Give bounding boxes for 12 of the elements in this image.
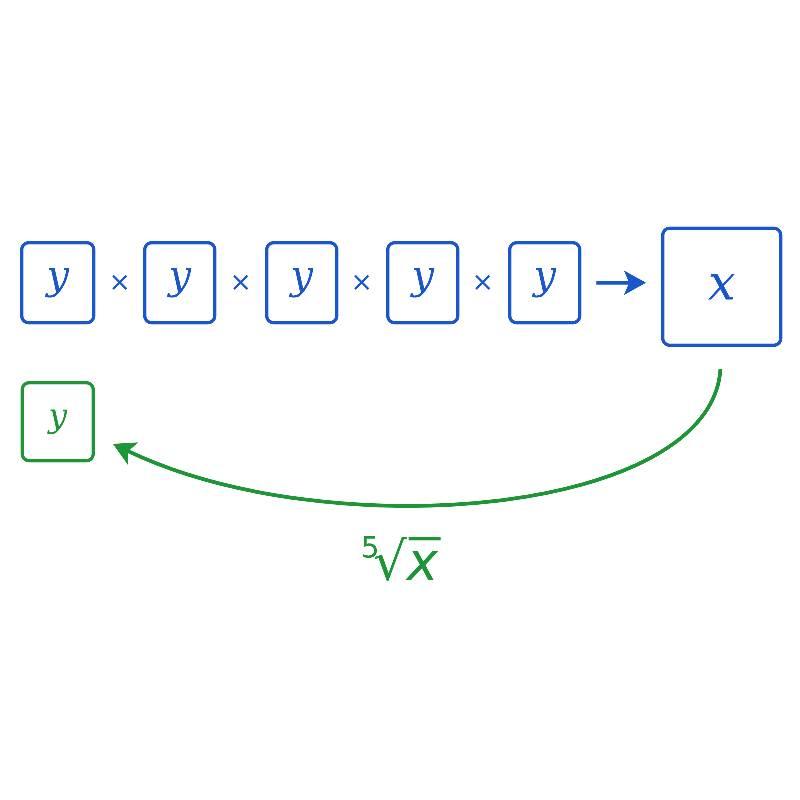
multiplication-sign: ×	[476, 275, 491, 290]
variable-box: y	[386, 241, 460, 325]
multiplication-sign: ×	[112, 275, 128, 290]
variable-box: y	[508, 241, 582, 325]
variable-box: y	[143, 241, 217, 325]
variable-box: y	[20, 241, 96, 325]
multiplication-sign: ×	[354, 275, 370, 290]
variable-box: x	[661, 226, 783, 348]
edge-label: $^{5}$√x	[358, 534, 442, 584]
multiplication-sign: ×	[234, 275, 248, 290]
variable-box: y	[20, 381, 96, 463]
variable-box: y	[265, 241, 339, 325]
